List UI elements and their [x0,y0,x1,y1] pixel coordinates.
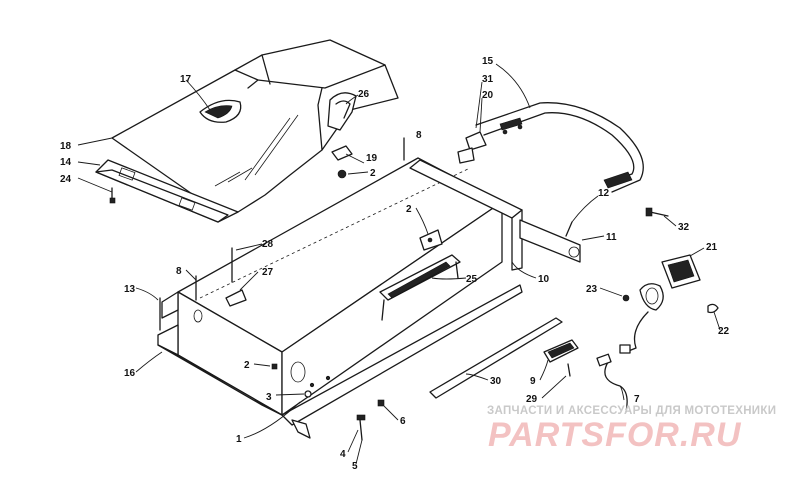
callout-12: 12 [598,188,610,199]
callout-2-seat: 2 [370,168,376,179]
callout-19: 19 [366,153,378,164]
callout-labels: 17 18 14 24 26 19 2 8 2 28 27 8 13 16 2 … [60,56,730,472]
callout-25: 25 [466,274,478,285]
callout-10: 10 [538,274,550,285]
callout-1: 1 [236,434,242,445]
seat-assembly [111,39,399,213]
callout-8-front: 8 [176,266,182,277]
callout-31: 31 [482,74,494,85]
watermark-tagline: ЗАПЧАСТИ И АКСЕССУАРЫ ДЛЯ МОТОТЕХНИКИ [487,405,777,417]
callout-16: 16 [124,368,136,379]
callout-27: 27 [262,267,274,278]
taillight-assembly [622,254,719,314]
callout-17: 17 [180,74,192,85]
callout-13: 13 [124,284,136,295]
seat-fasteners [331,145,353,179]
reflector [543,339,579,363]
callout-5: 5 [352,461,358,472]
callout-14: 14 [60,157,72,168]
leader-lines [77,63,721,465]
callout-21: 21 [706,242,718,253]
rear-bracket [409,159,581,271]
callout-15: 15 [482,56,494,67]
rubber-strip [429,317,563,399]
callout-9: 9 [530,376,536,387]
callout-23: 23 [586,284,598,295]
callout-18: 18 [60,141,72,152]
callout-26: 26 [358,89,370,100]
callout-6: 6 [400,416,406,427]
callout-7: 7 [634,394,640,405]
callout-28: 28 [262,239,274,250]
callout-32: 32 [678,222,690,233]
grab-handle [457,102,644,193]
bolt-32 [645,207,669,217]
callout-11: 11 [606,232,617,243]
callout-24: 24 [60,174,72,185]
chassis-tub [157,157,523,439]
callout-8-rear: 8 [416,130,422,141]
callout-22: 22 [718,326,730,337]
callout-2-tub: 2 [406,204,412,215]
callout-30: 30 [490,376,502,387]
watermark-logo: PARTSFOR.RU [488,416,742,454]
wiring-harness [596,311,649,413]
seat-base-panel [95,159,239,223]
callout-29: 29 [526,394,538,405]
callout-2-front: 2 [244,360,250,371]
callout-4: 4 [340,449,346,460]
callout-20: 20 [482,90,494,101]
callout-3: 3 [266,392,272,403]
